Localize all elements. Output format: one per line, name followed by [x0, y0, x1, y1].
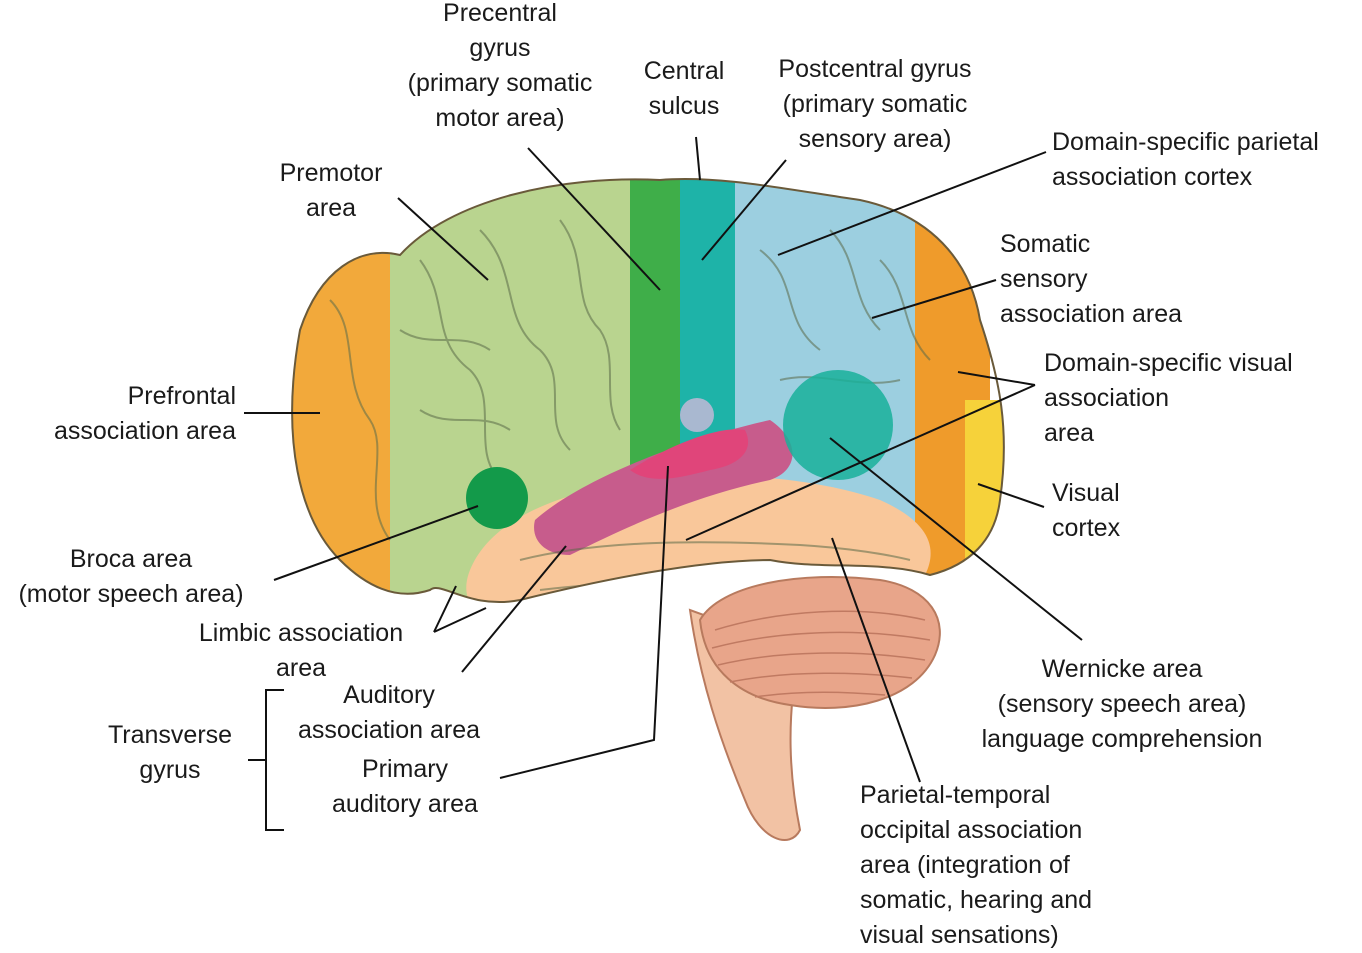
label-line: Postcentral gyrus [778, 55, 972, 83]
label-line: (primary somatic [407, 69, 593, 97]
label-line: association area [1000, 300, 1183, 328]
leader-visual-cortex [977, 483, 1045, 508]
leader-precentral [527, 147, 661, 291]
broca-area-circle [466, 467, 528, 529]
label-line: Parietal-temporal [860, 781, 1051, 809]
label-line: Prefrontal [127, 382, 236, 410]
label-domain-specific-visual: Domain-specific visual association area [1044, 346, 1344, 451]
label-line: sulcus [648, 92, 720, 120]
label-line: gyrus [469, 34, 531, 62]
leader-lines [244, 136, 1083, 831]
leader-broca [273, 505, 479, 581]
label-line: sensory [1000, 265, 1088, 293]
label-line: Central [643, 57, 725, 85]
insula-spot [680, 398, 714, 432]
label-line: visual sensations) [860, 921, 1059, 949]
prefrontal-region [292, 180, 395, 603]
wernicke-area-circle [783, 370, 893, 480]
leader-somatic-assoc [871, 279, 997, 319]
label-line: (sensory speech area) [997, 690, 1247, 718]
leader-wernicke [829, 437, 1083, 641]
label-broca-area: Broca area (motor speech area) [0, 542, 262, 612]
label-line: motor area) [435, 104, 565, 132]
label-line: occipital association [860, 816, 1083, 844]
label-line: Limbic association [198, 619, 404, 647]
label-line: somatic, hearing and [860, 886, 1093, 914]
leader-premotor [397, 197, 489, 281]
label-prefrontal-association: Prefrontal association area [12, 379, 236, 449]
label-line: Broca area [69, 545, 193, 573]
leader-primary-auditory [499, 465, 669, 779]
label-line: (primary somatic [782, 90, 968, 118]
label-line: area [305, 194, 357, 222]
label-auditory-association: Auditory association area [282, 678, 496, 748]
leader-limbic-b [433, 607, 487, 633]
label-line: language comprehension [981, 725, 1263, 753]
cerebrum-outline [291, 178, 1005, 603]
label-line: sensory area) [798, 125, 952, 153]
label-line: Transverse [107, 721, 233, 749]
label-line: area (integration of [860, 851, 1070, 879]
leader-parietal-temporal [831, 537, 921, 783]
label-precentral-gyrus: Precentral gyrus (primary somatic motor … [388, 0, 612, 136]
label-line: Somatic [1000, 230, 1091, 258]
label-line: association area [53, 417, 236, 445]
label-line: (motor speech area) [18, 580, 244, 608]
label-line: association [1044, 384, 1170, 412]
label-primary-auditory: Primary auditory area [316, 752, 494, 822]
label-postcentral-gyrus: Postcentral gyrus (primary somatic senso… [760, 52, 990, 157]
leader-visual-assoc-a [957, 371, 1036, 386]
label-transverse-gyrus: Transverse gyrus [96, 718, 244, 788]
label-line: auditory area [332, 790, 478, 818]
cerebellum-folia [711, 610, 931, 698]
label-line: area [275, 654, 327, 682]
label-line: cortex [1052, 514, 1121, 542]
label-limbic-association: Limbic association area [180, 616, 422, 686]
label-line: Precentral [443, 0, 557, 27]
label-line: Wernicke area [1041, 655, 1203, 683]
label-wernicke-area: Wernicke area (sensory speech area) lang… [956, 652, 1288, 757]
label-premotor-area: Premotor area [264, 156, 398, 226]
label-line: association cortex [1052, 163, 1253, 191]
label-line: Auditory [343, 681, 435, 709]
label-line: Premotor [279, 159, 383, 187]
primary-auditory-region [630, 429, 749, 479]
leader-limbic-a [433, 585, 457, 633]
label-visual-cortex: Visual cortex [1052, 476, 1172, 546]
label-line: Primary [361, 755, 449, 783]
label-line: association area [297, 716, 481, 744]
leader-domain-parietal [777, 151, 1047, 256]
leader-central-sulcus [695, 136, 701, 181]
label-line: gyrus [139, 756, 201, 784]
label-central-sulcus: Central sulcus [628, 54, 740, 124]
label-parietal-temporal-occipital: Parietal-temporal occipital association … [860, 778, 1150, 953]
label-somatic-sensory-association: Somatic sensory association area [1000, 227, 1230, 332]
label-line: Domain-specific visual [1044, 349, 1293, 377]
label-domain-specific-parietal: Domain-specific parietal association cor… [1052, 125, 1358, 195]
label-line: Visual [1052, 479, 1120, 507]
label-line: area [1044, 419, 1095, 447]
leader-auditory-assoc [461, 545, 567, 673]
leader-transverse-bracket [248, 689, 284, 831]
leader-postcentral [701, 159, 787, 261]
label-line: Domain-specific parietal [1052, 128, 1319, 156]
